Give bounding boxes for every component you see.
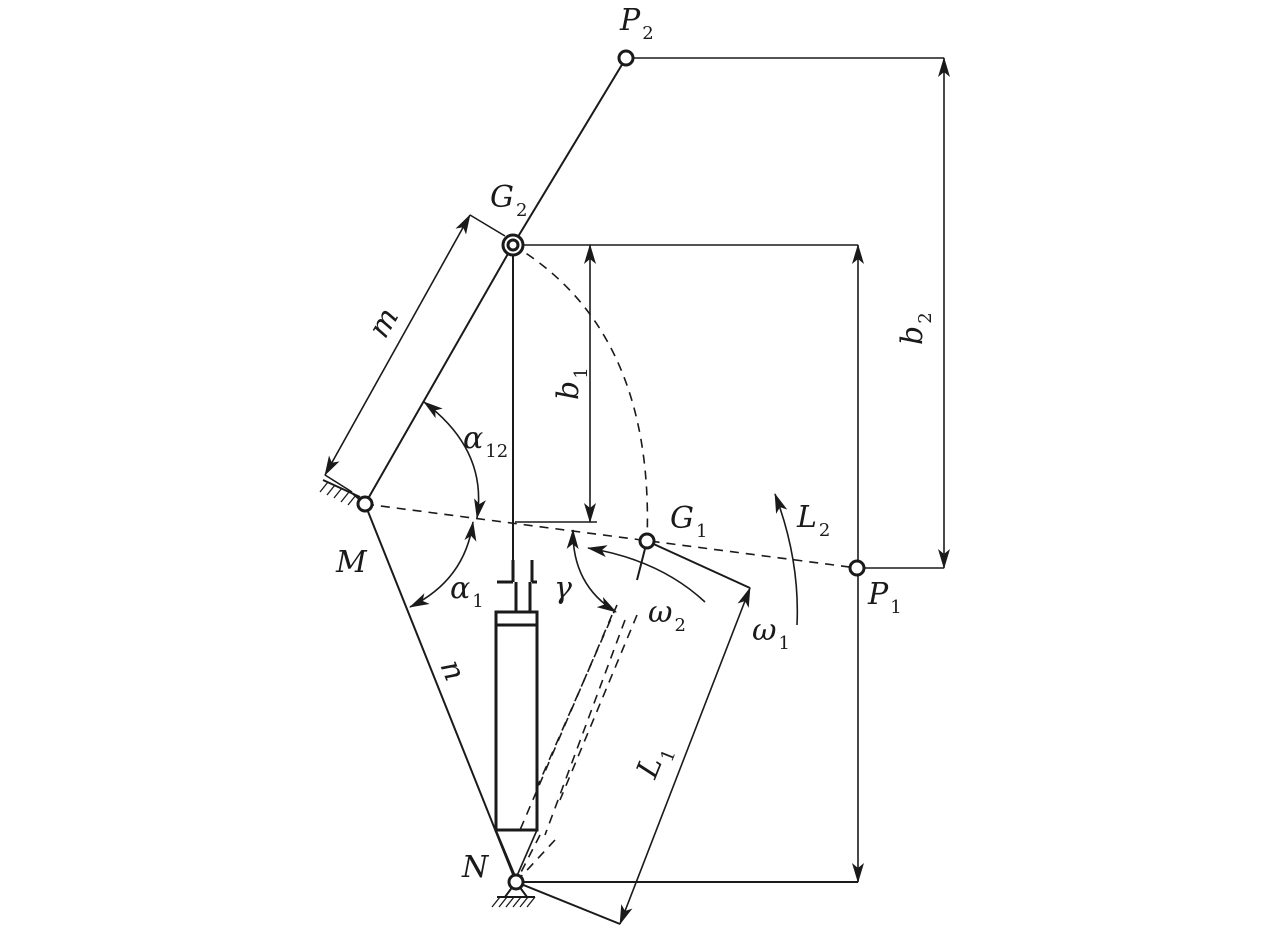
angle-arc-alpha12 — [423, 401, 486, 519]
label-gamma: γ — [554, 571, 572, 606]
label-m-length: m — [362, 302, 407, 344]
label-n: N — [461, 850, 490, 885]
angle-arc-alpha1 — [409, 521, 477, 608]
label-m: M — [335, 545, 368, 580]
label-b1: b1 — [551, 367, 592, 400]
rotation-arrow-l2 — [774, 493, 799, 626]
reference-line-m-p1 — [364, 503, 858, 569]
link-g1-arm — [646, 540, 751, 589]
link-g2-p2 — [512, 57, 627, 246]
joint-g1 — [638, 532, 656, 550]
ground-support-m — [319, 479, 366, 506]
link-n-lower — [515, 881, 621, 925]
dimension-l1 — [619, 587, 751, 925]
dimension-m-ext2 — [324, 474, 353, 493]
joint-n — [507, 873, 525, 891]
rotation-arrow-omega2 — [587, 545, 706, 603]
hydraulic-cylinder-alt-position — [515, 604, 638, 883]
joint-m — [356, 495, 374, 513]
label-n-length: n — [433, 655, 473, 686]
link-m-g2 — [364, 244, 514, 505]
hydraulic-cylinder — [494, 560, 539, 879]
label-l1: L1 — [630, 739, 681, 786]
link-m-n — [364, 503, 517, 883]
joint-g2-inner — [506, 238, 520, 252]
joint-p1 — [848, 559, 866, 577]
trajectory-arc-g2-g1 — [512, 244, 649, 542]
dimension-m-ext — [469, 214, 506, 237]
dimension-m — [324, 214, 471, 476]
joint-p2 — [617, 49, 635, 67]
angle-arc-gamma — [566, 529, 617, 613]
label-b2: b2 — [895, 312, 936, 345]
